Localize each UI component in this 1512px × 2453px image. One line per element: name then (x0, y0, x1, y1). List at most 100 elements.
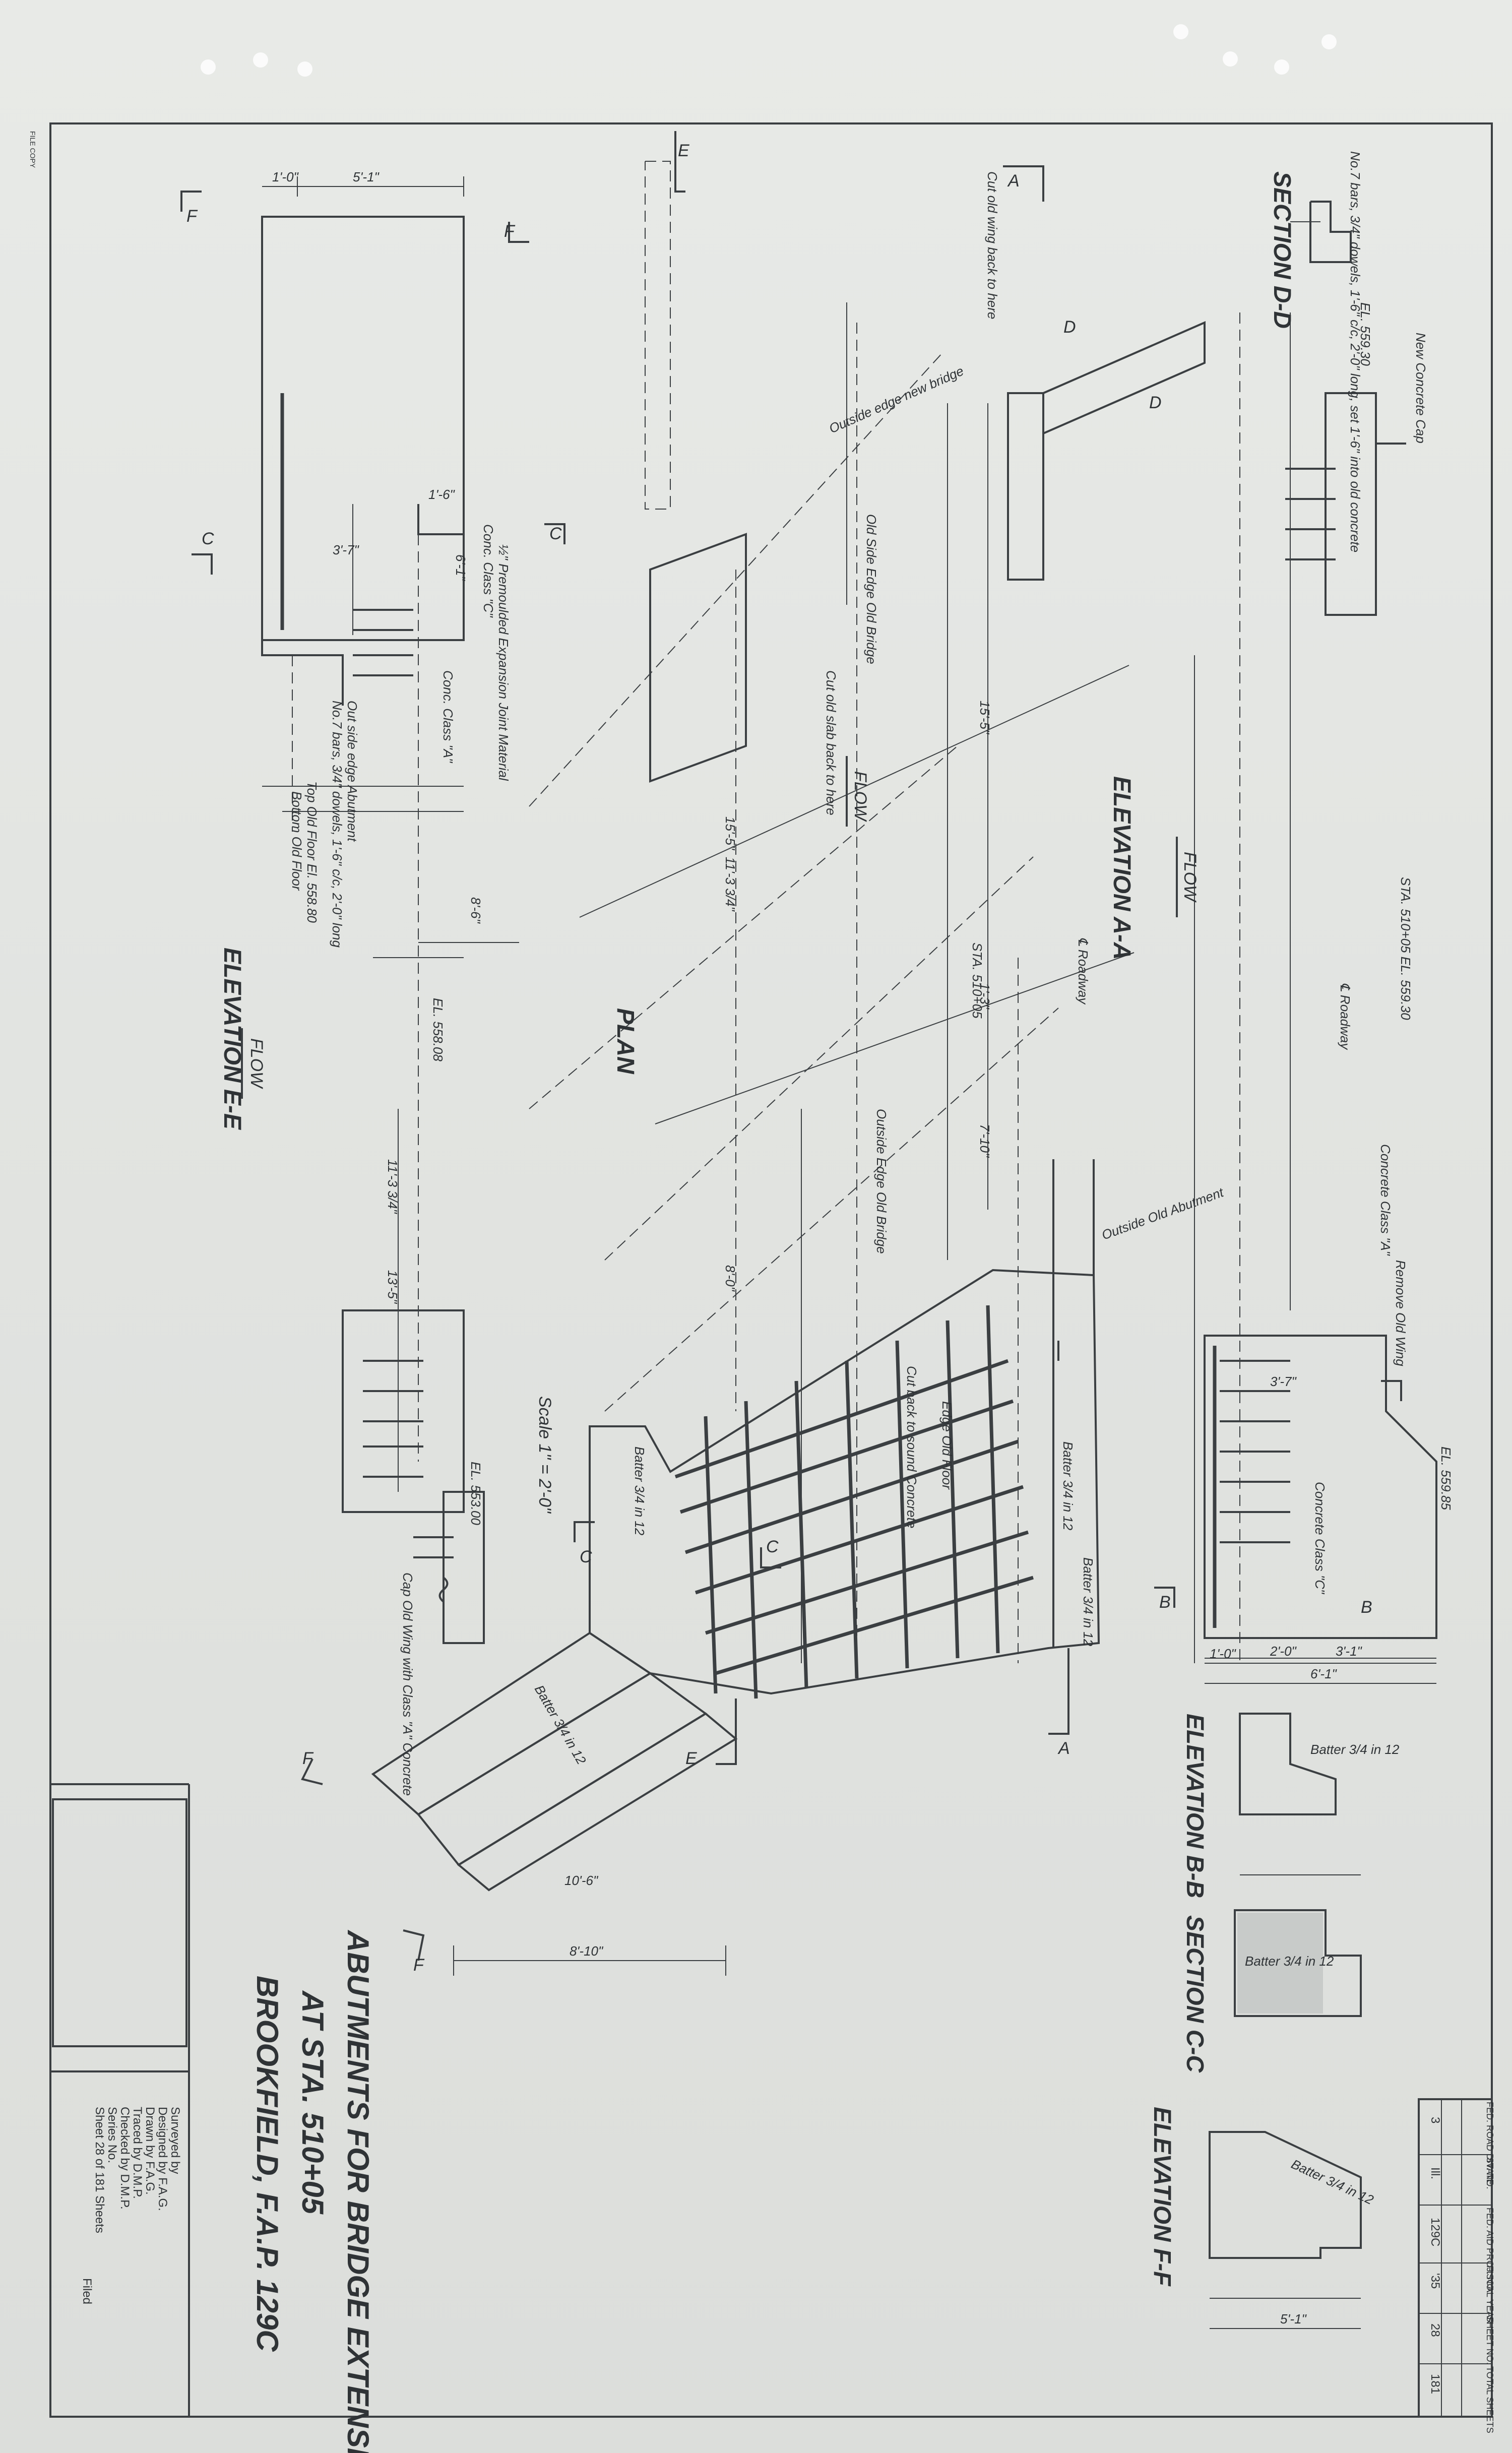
punch-hole (297, 61, 312, 77)
note: Outside Old Abutment (1100, 1184, 1226, 1243)
note: Concrete Class "C" (1312, 1482, 1328, 1595)
plan-view (301, 131, 1206, 1976)
title-block-entry: Checked by D.M.P. (118, 2107, 132, 2210)
dimension: 3'-7" (333, 542, 360, 557)
title-block-entry: Designed by F.A.G. (156, 2107, 169, 2211)
section-mark: C (549, 524, 562, 543)
dimension: 8'-6" (468, 897, 483, 924)
dimension: 5'-1" (353, 169, 380, 184)
corner-value: Ill. (1428, 2167, 1442, 2179)
drawing-title-line-2: AT STA. 510+05 (296, 1990, 330, 2215)
corner-value: 129C (1428, 2218, 1442, 2246)
note: Concrete Class "A" (1378, 1144, 1393, 1256)
dimension: 11'-3 3/4" (385, 1159, 400, 1214)
punch-hole (1321, 34, 1337, 49)
section-mark: A (1057, 1739, 1070, 1758)
section-mark: F (413, 1956, 425, 1975)
dimension: 1'-6" (428, 487, 456, 502)
section-mark: F (504, 222, 516, 241)
note: Old Side Edge Old Bridge (864, 514, 879, 664)
flow-label: FLOW (1180, 852, 1200, 903)
note: Batter 3/4 in 12 (1081, 1557, 1096, 1647)
note: EL. 558.08 (430, 998, 446, 1061)
stamp-box (52, 1798, 187, 2047)
note: New Concrete Cap (1413, 333, 1428, 444)
corner-header: FED. ROAD DIV. NO. (1485, 2102, 1495, 2189)
view-title-plan: PLAN (612, 1008, 639, 1075)
section-mark: F (302, 1749, 314, 1768)
note: Cut old wing back to here (985, 171, 1000, 319)
note: Out side edge Abutment (345, 701, 360, 842)
note: Edge Old Floor (939, 1401, 955, 1490)
note: STA. 510+05 EL. 559.30 (1398, 877, 1413, 1020)
section-mark: C (580, 1547, 592, 1566)
corner-value: 28 (1428, 2323, 1442, 2337)
corner-value: 181 (1428, 2374, 1442, 2394)
view-title-elevation-bb: ELEVATION B-B (1181, 1714, 1208, 1898)
dimension: 15'-5" (723, 816, 738, 851)
dimension: 1'-3" (977, 983, 992, 1010)
note: No.7 bars, 3/4" dowels, 1'-6" c/c, 2'-0"… (330, 701, 345, 948)
title-block-entry: Traced by D.M.P. (131, 2107, 144, 2199)
sheet-border (49, 122, 1493, 2418)
corner-header: FED. AID PROJ. NO. (1485, 2208, 1495, 2293)
dimension: 5'-1" (1280, 2311, 1307, 2326)
flow-label: FLOW (851, 771, 870, 822)
corner-header: SHEET NO. (1485, 2316, 1495, 2365)
note: Conc. Class "C" (481, 524, 496, 618)
corner-value: 3 (1428, 2117, 1442, 2123)
view-title-section-dd: SECTION D-D (1269, 171, 1295, 329)
section-mark: E (678, 141, 689, 160)
dimension: 13'-5" (385, 1270, 400, 1304)
note: Remove Old Wing (1393, 1260, 1408, 1366)
note: EL. 559.30 (1358, 302, 1373, 366)
note: Top Old Floor El. 558.80 (304, 781, 320, 923)
note: Batter 3/4 in 12 (1310, 1742, 1400, 1757)
section-mark: B (1159, 1593, 1171, 1612)
punch-hole (201, 59, 216, 75)
note: EL. 553.00 (468, 1462, 483, 1525)
view-title-elevation-aa: ELEVATION A-A (1108, 776, 1135, 960)
dimension: 6'-1" (1310, 1666, 1338, 1681)
flow-label: FLOW (247, 1038, 266, 1089)
punch-hole (253, 52, 268, 68)
section-mark: D (1149, 393, 1162, 412)
note: Bottom Old Floor (289, 791, 304, 891)
note: STA. 510+05 (970, 942, 985, 1019)
corner-header: STATE (1485, 2157, 1495, 2185)
corner-header: FISCAL YEAR (1485, 2266, 1495, 2324)
drawing-title-line-3: BROOKFIELD, F.A.P. 129C (250, 1976, 284, 2352)
dimension: 1'-0" (272, 169, 299, 184)
note: Outside Edge Old Bridge (874, 1109, 889, 1254)
scale-note: Scale 1" = 2'-0" (535, 1396, 554, 1514)
corner-value: '35 (1428, 2273, 1442, 2289)
file-stamp: FILE COPY (29, 131, 37, 168)
dimension: 3'-7" (1270, 1374, 1297, 1389)
view-title-elevation-ff: ELEVATION F-F (1149, 2107, 1175, 2287)
note: ℄ Roadway (1076, 937, 1091, 1005)
note: Cap Old Wing with Class "A" Concrete (400, 1573, 415, 1796)
dimension: 7'-10" (977, 1124, 992, 1158)
view-title-section-cc: SECTION C-C (1181, 1915, 1208, 2073)
title-block-entry: Drawn by F.A.G. (143, 2107, 157, 2195)
note: ½" Premoulded Expansion Joint Material (496, 544, 511, 781)
dimension: 1'-0" (1210, 1646, 1237, 1661)
punch-hole (1223, 51, 1238, 67)
title-block-entry: Filed (80, 2278, 94, 2304)
dimension: 15'-5" (977, 701, 992, 735)
note: Batter 3/4 in 12 (632, 1446, 647, 1536)
dimension: 11'-3 3/4" (723, 857, 738, 912)
dimension: 6'-1" (453, 554, 468, 582)
section-mark: E (685, 1749, 697, 1768)
title-block-entry: Surveyed by (168, 2107, 182, 2174)
rebar-grid (674, 1305, 1034, 1699)
dimension: 2'-0" (1270, 1644, 1297, 1659)
title-block-entry: Series No. (105, 2107, 119, 2163)
punch-hole (1274, 59, 1289, 75)
punch-hole (1173, 24, 1188, 39)
section-mark: B (1361, 1598, 1372, 1617)
note: Outside edge new bridge (827, 363, 966, 436)
corner-header: TOTAL SHEETS (1485, 2366, 1495, 2433)
